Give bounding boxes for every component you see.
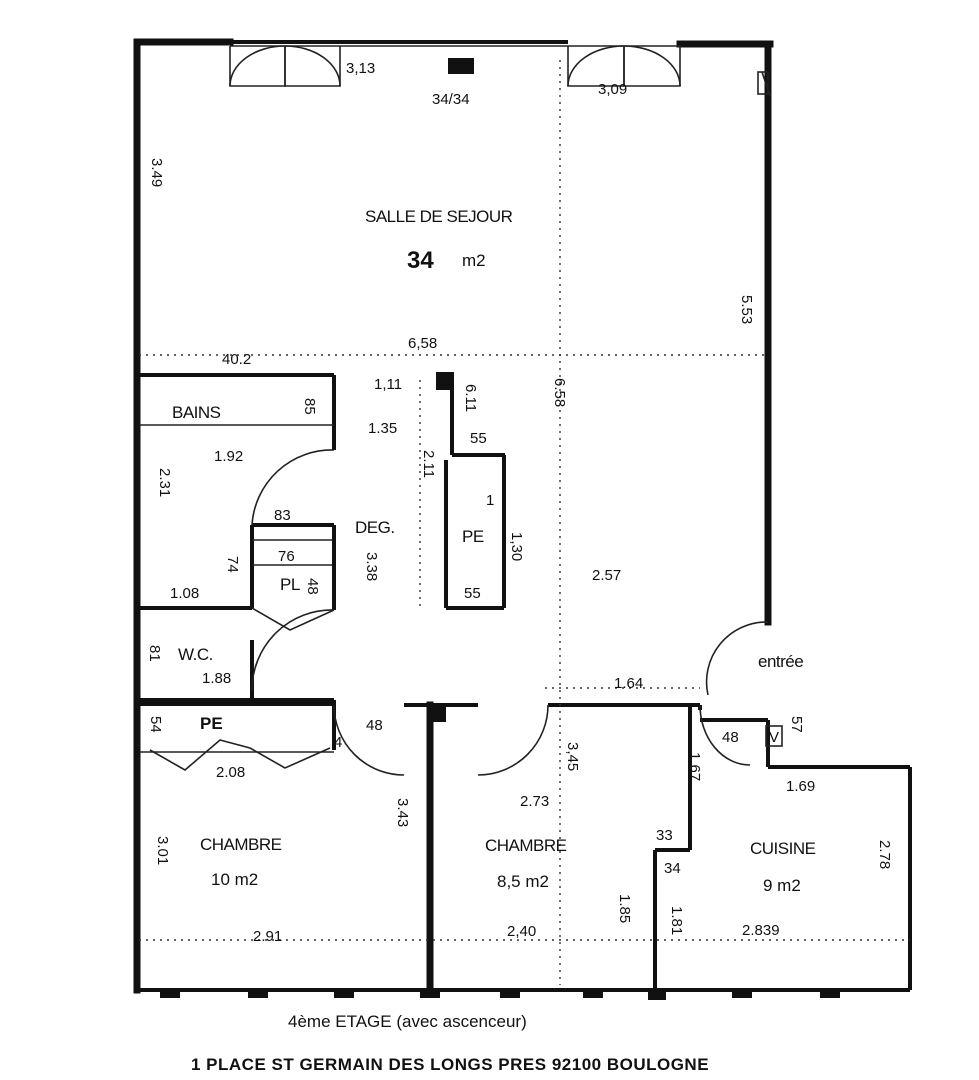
dim-label: 3,45 <box>564 742 581 771</box>
dim-label: 3.38 <box>363 552 380 581</box>
dim-label: 4 <box>334 734 342 751</box>
dim-label: 48 <box>722 729 739 746</box>
dim-label: 6,58 <box>408 335 437 352</box>
dim-label: 2.08 <box>216 764 245 781</box>
dim-label: 2.91 <box>253 928 282 945</box>
dim-label: 48 <box>366 717 383 734</box>
dim-label: 81 <box>146 645 163 662</box>
dim-label: 40.2 <box>222 351 251 368</box>
dim-label: 85 <box>301 398 318 415</box>
window-blocks <box>160 58 840 1000</box>
room-label-pe-2: PE <box>200 714 223 733</box>
dim-label: 1.85 <box>616 894 633 923</box>
dim-label: 2,40 <box>507 923 536 940</box>
floor-plan: SALLE DE SEJOUR 34 m2 BAINS DEG. PE PL W… <box>133 38 912 1000</box>
dim-label: 2.839 <box>742 922 780 939</box>
dim-label: 54 <box>147 716 164 733</box>
dim-label: 5.53 <box>738 295 755 324</box>
room-label-cuisine: CUISINE <box>750 839 816 858</box>
french-windows <box>229 45 771 97</box>
exterior-walls <box>133 38 912 994</box>
dim-label: 1.81 <box>668 906 685 935</box>
chambre-1-area: 10 m2 <box>211 870 258 889</box>
dim-label: 3.01 <box>154 836 171 865</box>
dim-label: 57 <box>788 716 805 733</box>
room-label-sejour: SALLE DE SEJOUR <box>365 207 513 226</box>
room-label-deg: DEG. <box>355 518 395 537</box>
sejour-area-number: 34 <box>407 247 434 274</box>
dim-label: 1 <box>486 492 494 509</box>
dim-label: 48 <box>304 578 321 595</box>
dim-label: 2.31 <box>156 468 173 497</box>
door-swings <box>251 449 769 776</box>
chambre-2-area: 8,5 m2 <box>497 872 549 891</box>
dim-label: 1.88 <box>202 670 231 687</box>
cuisine-area: 9 m2 <box>763 876 801 895</box>
room-label-chambre-2: CHAMBRE <box>485 836 567 855</box>
room-label-wc: W.C. <box>178 645 213 664</box>
room-label-pl: PL <box>280 575 300 594</box>
room-label-chambre-1: CHAMBRE <box>200 835 282 854</box>
dimension-lines <box>139 60 910 985</box>
dim-label: 34 <box>664 860 681 877</box>
dim-label: 34/34 <box>432 91 470 108</box>
dim-label: 3.43 <box>394 798 411 827</box>
dim-label: 55 <box>464 585 481 602</box>
dim-label: 3,13 <box>346 60 375 77</box>
dim-label: 1.64 <box>614 675 643 692</box>
room-label-entree: entrée <box>758 652 803 671</box>
dim-label: 74 <box>224 556 241 573</box>
dim-label: 55 <box>470 430 487 447</box>
room-label-pe-1: PE <box>462 527 484 546</box>
dim-label: 1.67 <box>686 752 703 781</box>
interior-walls <box>139 373 768 994</box>
dim-label: 83 <box>274 507 291 524</box>
dim-label: 1,30 <box>508 532 525 561</box>
ventilation-box <box>765 725 783 747</box>
dim-label: 1.92 <box>214 448 243 465</box>
address: 1 PLACE ST GERMAIN DES LONGS PRES 92100 … <box>191 1055 710 1074</box>
dim-label: 1.69 <box>786 778 815 795</box>
room-label-bains: BAINS <box>172 403 221 422</box>
dim-label: 2.57 <box>592 567 621 584</box>
dim-label: 2.11 <box>420 450 437 478</box>
floor-label: 4ème ETAGE (avec ascenceur) <box>288 1012 527 1032</box>
dim-label: 3,09 <box>598 81 627 98</box>
dim-label: 2.73 <box>520 793 549 810</box>
dim-label: 6.11 <box>462 384 479 412</box>
dim-label: 6.58 <box>551 378 568 407</box>
dim-label: 1,11 <box>374 376 402 393</box>
dim-label: 2.78 <box>876 840 893 869</box>
handwritten-dimensions: 3,13 34/34 3,09 3.49 5.53 6,58 40.2 1,11… <box>146 60 893 945</box>
dim-label: 1.08 <box>170 585 199 602</box>
dim-label: 1.35 <box>368 420 397 437</box>
elevator-note: (avec ascenceur) <box>396 1012 527 1031</box>
dim-label: 3.49 <box>148 158 165 187</box>
sejour-area-unit: m2 <box>462 251 486 270</box>
dim-label: 76 <box>278 548 295 565</box>
floor-name: 4ème ETAGE <box>288 1012 392 1031</box>
ventilation-label: V <box>769 729 779 746</box>
dim-label: 33 <box>656 827 673 844</box>
